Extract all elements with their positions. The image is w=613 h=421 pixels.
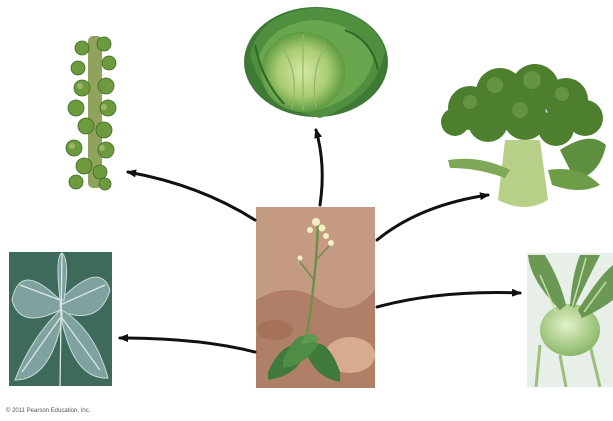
arrow-to-brussels-sprouts [128, 172, 255, 220]
arrow-to-broccoli [377, 195, 488, 240]
wild-mustard-photo [256, 207, 375, 388]
arrow-to-kohlrabi [377, 293, 520, 307]
kale-photo [9, 252, 112, 386]
brussels-sprouts-photo [66, 36, 116, 190]
cabbage-photo [244, 7, 388, 118]
arrow-to-kale [120, 338, 255, 352]
arrow-to-cabbage [316, 130, 322, 205]
broccoli-photo [441, 64, 606, 207]
copyright-text: © 2011 Pearson Education, Inc. [6, 408, 90, 414]
kohlrabi-photo [527, 253, 613, 387]
